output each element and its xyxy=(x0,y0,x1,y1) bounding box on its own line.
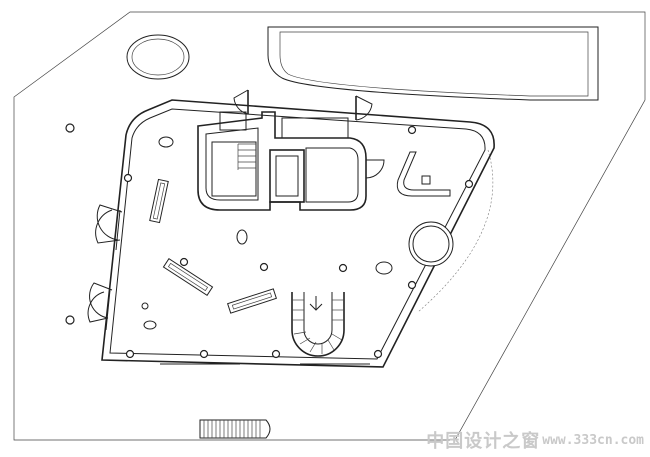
core-lift-shaft xyxy=(269,149,305,203)
window-marks xyxy=(105,209,370,365)
core-block-inner xyxy=(205,127,259,201)
watermark-site-name: 中国设计之窗 xyxy=(426,431,541,452)
reception-desk xyxy=(396,151,451,197)
bench-angled-inner xyxy=(231,292,273,310)
building-outer-wall xyxy=(101,99,495,368)
stool-b xyxy=(236,229,248,245)
watermark-url: www.333cn.com xyxy=(542,432,644,448)
curved-canopy-inner xyxy=(279,31,589,97)
core-block-outer xyxy=(197,111,367,211)
canopy-dashed-outline xyxy=(417,149,494,313)
site-boundary xyxy=(13,11,646,441)
entrance-steps xyxy=(199,419,271,439)
bench-vertical xyxy=(149,178,169,224)
top-door-right xyxy=(355,95,373,121)
spiral-stair xyxy=(291,292,345,357)
round-tower-inner xyxy=(412,225,450,263)
curved-canopy xyxy=(267,26,599,101)
bench-diagonal xyxy=(162,257,214,297)
stool-a xyxy=(158,136,174,148)
core-door xyxy=(365,159,385,179)
core-lift-car xyxy=(275,155,299,197)
oval-planter xyxy=(126,34,190,80)
building-inner-wall xyxy=(109,108,486,360)
stool-e xyxy=(141,302,149,310)
core-corridor-top xyxy=(281,117,349,139)
bench-angled xyxy=(226,288,278,314)
core-room-right xyxy=(305,147,359,203)
core-small-room xyxy=(219,111,247,131)
watermark: 中国设计之窗 www.333cn.com xyxy=(426,429,644,452)
stool-c xyxy=(375,261,393,275)
structural-columns xyxy=(65,123,474,359)
oval-planter-inner xyxy=(131,38,185,76)
core-stair-treads xyxy=(237,143,256,170)
bench-vertical-inner xyxy=(152,182,166,220)
bench-diagonal-inner xyxy=(167,262,209,292)
core-stair-box xyxy=(211,141,257,197)
top-door-left xyxy=(233,89,249,115)
stool-d xyxy=(143,320,157,330)
left-door-upper xyxy=(95,204,123,244)
round-tower-outer xyxy=(408,221,454,267)
left-door-lower xyxy=(87,282,113,323)
desk-chair xyxy=(421,175,431,185)
